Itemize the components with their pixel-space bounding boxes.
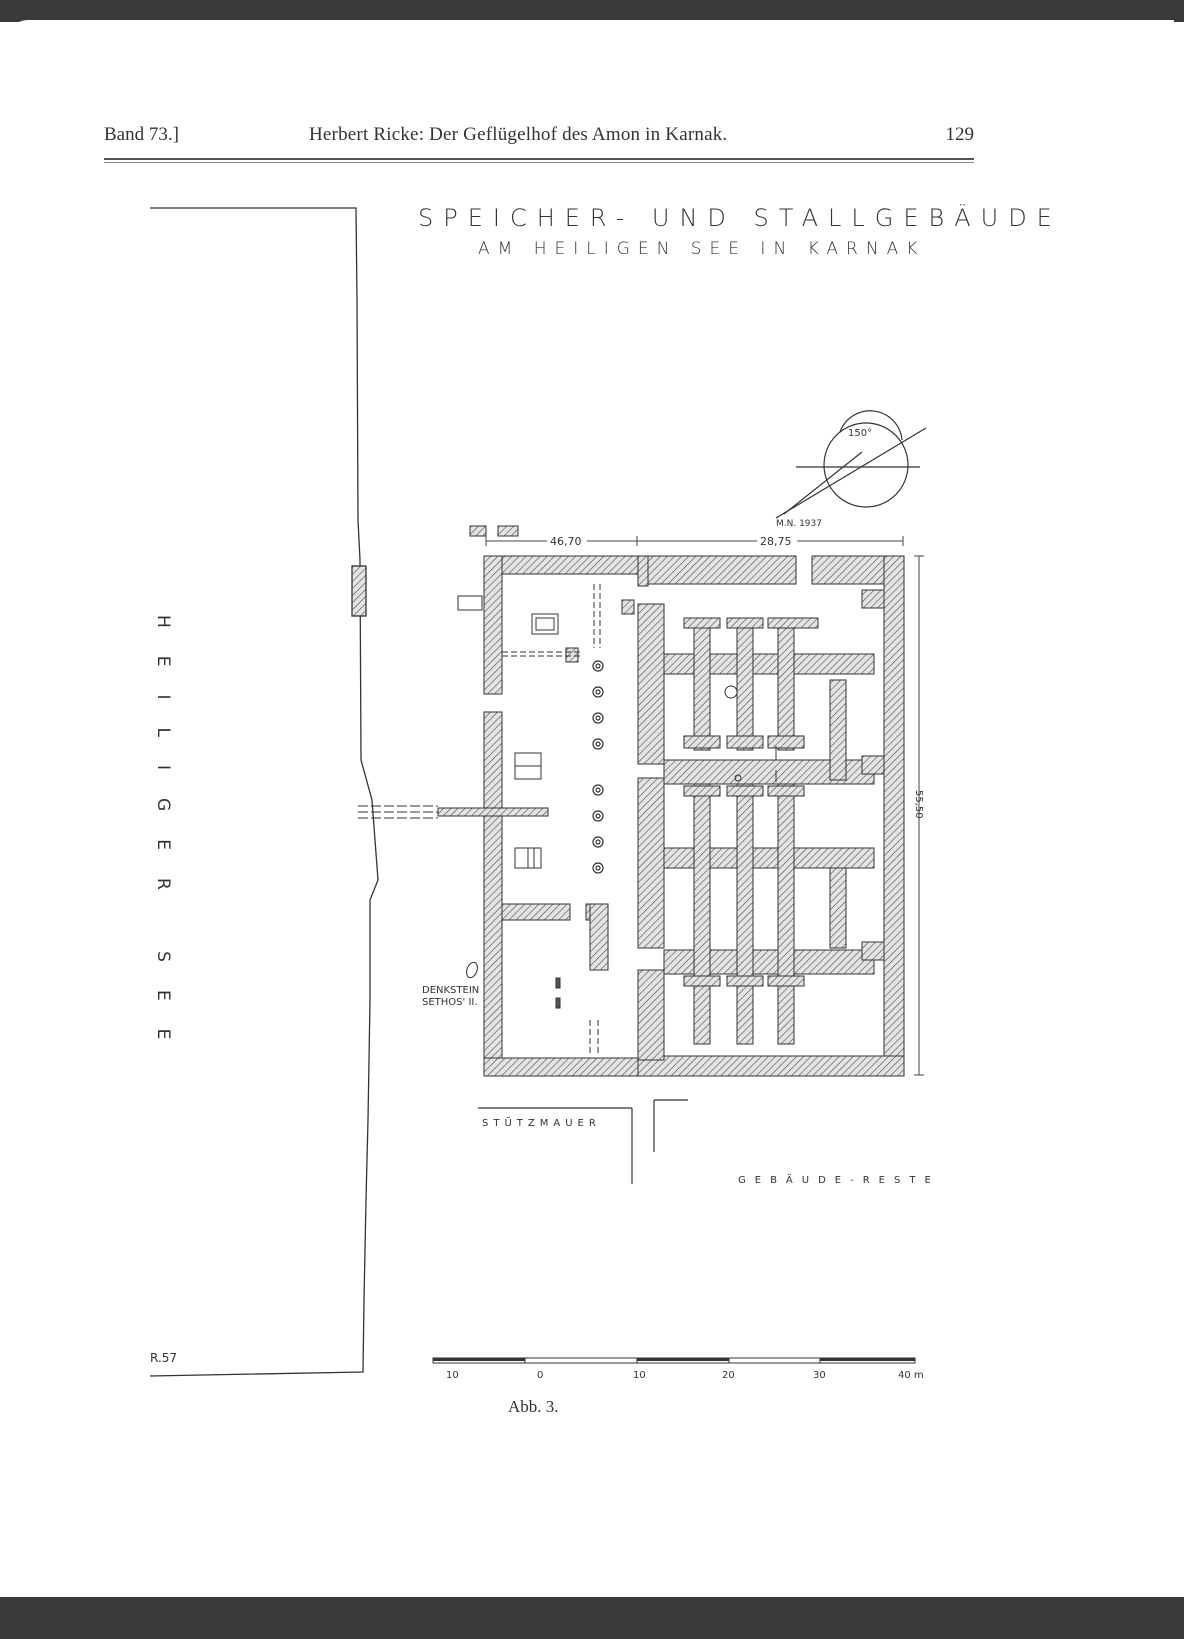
lake-shore-outline xyxy=(149,207,379,1377)
building-walls xyxy=(483,555,905,1077)
scan-edge-top xyxy=(0,0,1184,22)
scale-label-1: 10 xyxy=(446,1370,459,1381)
header-rule xyxy=(104,158,974,160)
scale-label-4: 20 xyxy=(722,1370,735,1381)
north-arrow xyxy=(775,410,927,519)
scan-edge-bottom xyxy=(0,1597,1184,1639)
north-angle: 150° xyxy=(848,428,872,439)
scale-bar xyxy=(432,1357,916,1364)
dimension-width-2: 28,75 xyxy=(760,535,792,548)
page-sheet xyxy=(6,20,1174,1600)
dimension-width-1: 46,70 xyxy=(550,535,582,548)
plan-title-line-2: AM HEILIGEN SEE IN KARNAK xyxy=(478,239,925,259)
building-remains-label: GEBÄUDE-RESTE xyxy=(738,1173,940,1186)
retaining-wall xyxy=(478,1099,688,1184)
header-rule-thin xyxy=(104,162,974,163)
entrance-causeway xyxy=(358,595,549,819)
ruin-fragments xyxy=(469,525,519,537)
retaining-wall-label: STÜTZMAUER xyxy=(482,1116,601,1129)
figure-caption: Abb. 3. xyxy=(508,1397,559,1416)
lake-label: HEILIGER SEE xyxy=(153,615,173,1067)
stele-label-1: DENKSTEIN xyxy=(422,985,479,996)
page-number: 129 xyxy=(945,124,975,145)
scale-label-6: 40 m xyxy=(898,1370,924,1381)
column-bases xyxy=(592,660,604,874)
scale-label-5: 30 xyxy=(813,1370,826,1381)
level-mark: R.57 xyxy=(150,1351,177,1365)
north-label: M.N. 1937 xyxy=(776,519,822,529)
dim-mask-1 xyxy=(547,533,587,547)
dim-mask-2 xyxy=(757,533,797,547)
stele-marker xyxy=(466,961,478,979)
running-header: Band 73.] Herbert Ricke: Der Geflügelhof… xyxy=(104,124,975,163)
running-title: Herbert Ricke: Der Geflügelhof des Amon … xyxy=(309,124,728,145)
plan-title-line-1: SPEICHER- UND STALLGEBÄUDE xyxy=(418,202,1062,232)
stele-label-2: SETHOS' II. xyxy=(422,997,478,1008)
scale-label-3: 10 xyxy=(633,1370,646,1381)
volume-label: Band 73.] xyxy=(104,124,179,145)
interior-features xyxy=(502,584,777,1056)
dimension-length: 55,50 xyxy=(913,790,924,819)
scale-label-2: 0 xyxy=(537,1370,543,1381)
